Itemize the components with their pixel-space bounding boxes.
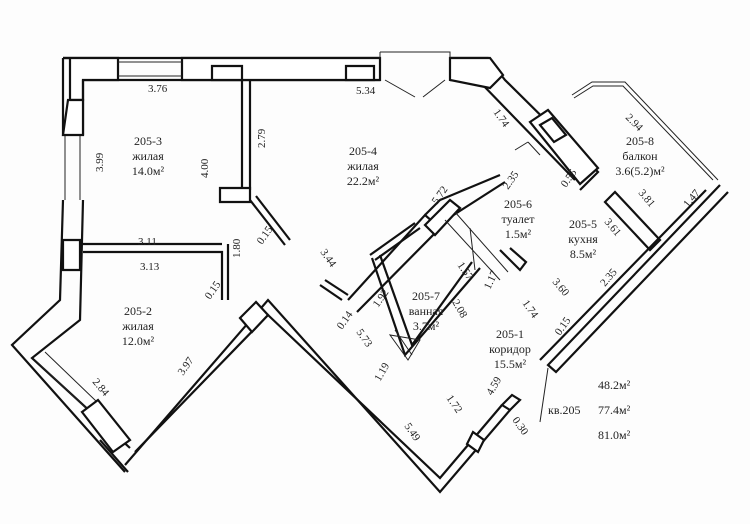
room-area: 15.5м² bbox=[494, 357, 527, 371]
dim-label: 1.57 bbox=[455, 260, 476, 283]
room-id: 205-4 bbox=[349, 144, 377, 158]
dim-label: 4.00 bbox=[199, 158, 211, 178]
room-205-8: 205-8 балкон 3.6(5.2)м² bbox=[615, 134, 665, 178]
dim-label: 3.11 bbox=[138, 236, 157, 248]
room-type: балкон bbox=[622, 149, 658, 163]
dim-label: 0.15 bbox=[255, 224, 276, 247]
dim-label: 0.30 bbox=[510, 415, 531, 438]
dim-label: 2.84 bbox=[90, 376, 112, 399]
room-area: 3.7м² bbox=[413, 319, 440, 333]
room-type: жилая bbox=[131, 149, 164, 163]
dim-label: 4.59 bbox=[484, 374, 504, 397]
dim-label: 3.81 bbox=[636, 187, 658, 209]
dim-label: 3.60 bbox=[550, 276, 572, 299]
room-205-4: 205-4 жилая 22.2м² bbox=[346, 144, 379, 188]
room-id: 205-3 bbox=[134, 134, 162, 148]
apartment-summary: кв.205 48.2м² 77.4м² 81.0м² bbox=[539, 367, 631, 442]
room-id: 205-2 bbox=[124, 304, 152, 318]
room-205-5: 205-5 кухня 8.5м² bbox=[568, 217, 598, 261]
dim-label: 2.08 bbox=[449, 298, 469, 321]
dim-label: 0.14 bbox=[335, 309, 356, 332]
dim-label: 1.72 bbox=[444, 393, 465, 416]
room-type: туалет bbox=[502, 212, 536, 226]
dim-label: 1.17 bbox=[482, 268, 501, 291]
dim-label: 3.99 bbox=[94, 152, 106, 172]
room-labels: 205-3 жилая 14.0м² 205-4 жилая 22.2м² 20… bbox=[121, 134, 665, 371]
dim-label: 3.44 bbox=[318, 247, 339, 270]
dim-label: 2.35 bbox=[501, 169, 522, 192]
room-type: ванная bbox=[409, 304, 444, 318]
total-area: 77.4м² bbox=[598, 403, 631, 417]
dim-label: 3.97 bbox=[176, 355, 197, 378]
room-area: 8.5м² bbox=[570, 247, 597, 261]
room-type: жилая bbox=[121, 319, 154, 333]
apartment-number: кв.205 bbox=[548, 403, 581, 417]
dim-label: 5.73 bbox=[354, 327, 375, 350]
dim-label: 0.15 bbox=[203, 279, 224, 302]
dim-label: 5.49 bbox=[402, 421, 423, 444]
room-type: кухня bbox=[568, 232, 598, 246]
room-205-1: 205-1 коридор 15.5м² bbox=[489, 327, 531, 371]
walls bbox=[10, 51, 729, 494]
room-area: 12.0м² bbox=[122, 334, 155, 348]
living-area: 48.2м² bbox=[598, 378, 631, 392]
room-id: 205-8 bbox=[626, 134, 654, 148]
room-area: 1.5м² bbox=[505, 227, 532, 241]
dim-label: 3.76 bbox=[148, 83, 168, 95]
room-type: жилая bbox=[346, 159, 379, 173]
room-area: 22.2м² bbox=[347, 174, 380, 188]
room-area: 3.6(5.2)м² bbox=[615, 164, 665, 178]
dim-label: 1.80 bbox=[231, 238, 243, 258]
dim-label: 1.19 bbox=[372, 360, 392, 383]
total-area-with-balcony: 81.0м² bbox=[598, 428, 631, 442]
dim-label: 0.15 bbox=[553, 315, 574, 338]
room-id: 205-7 bbox=[412, 289, 440, 303]
room-205-3: 205-3 жилая 14.0м² bbox=[131, 134, 164, 178]
room-205-6: 205-6 туалет 1.5м² bbox=[502, 197, 536, 241]
room-id: 205-6 bbox=[504, 197, 532, 211]
room-type: коридор bbox=[489, 342, 531, 356]
dim-label: 5.34 bbox=[356, 85, 376, 97]
dim-label: 2.94 bbox=[623, 112, 645, 134]
room-id: 205-1 bbox=[496, 327, 524, 341]
room-205-7: 205-7 ванная 3.7м² bbox=[409, 289, 444, 333]
dim-label: 2.79 bbox=[256, 128, 268, 148]
dim-label: 1.74 bbox=[520, 298, 541, 321]
room-205-2: 205-2 жилая 12.0м² bbox=[121, 304, 154, 348]
room-id: 205-5 bbox=[569, 217, 597, 231]
room-area: 14.0м² bbox=[132, 164, 165, 178]
dim-label: 2.35 bbox=[598, 266, 620, 289]
dim-label: 3.13 bbox=[140, 261, 160, 273]
